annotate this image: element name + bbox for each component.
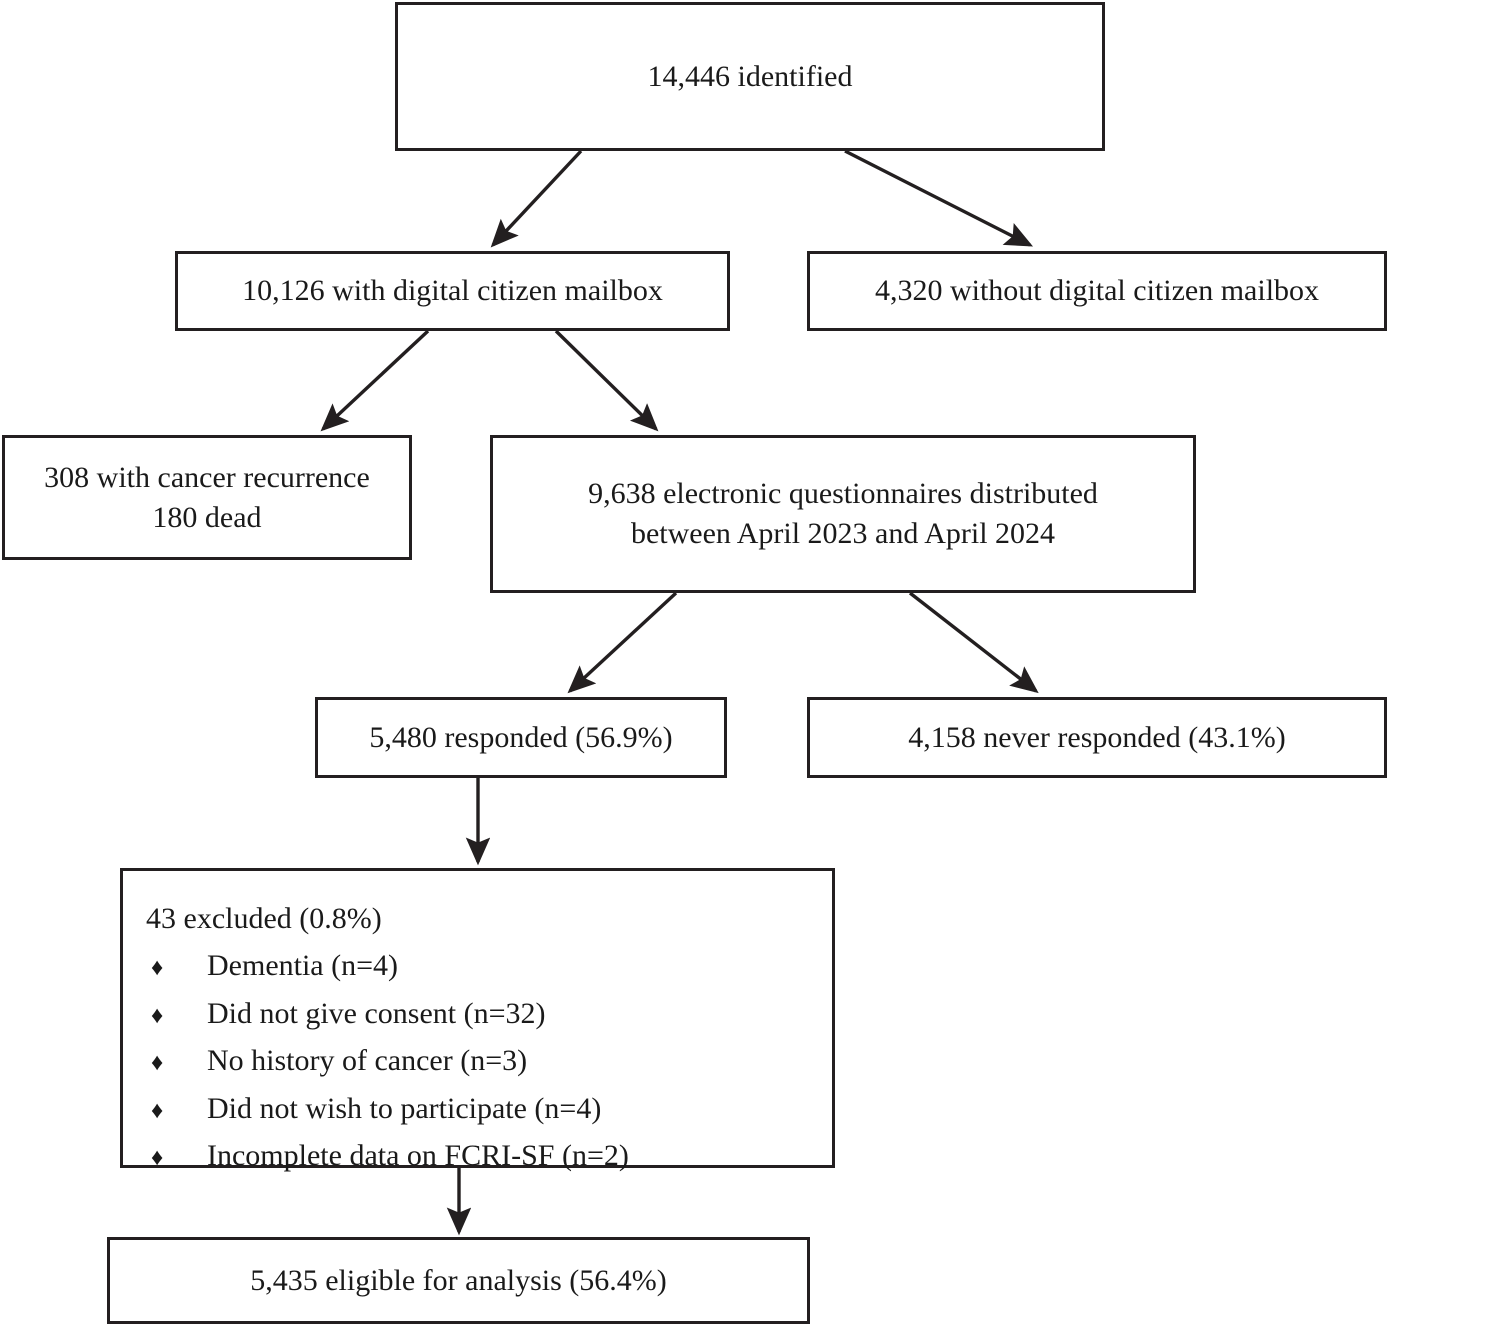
node-excluded-heading: 43 excluded (0.8%) xyxy=(146,902,382,935)
flow-arrow-identified-to-with_mailbox xyxy=(490,149,583,248)
flow-arrow-with_mailbox-to-recurrence_dead xyxy=(320,329,430,432)
flow-arrow-identified-to-without_mailbox xyxy=(844,149,1034,247)
node-questionnaires-line-1: 9,638 electronic questionnaires distribu… xyxy=(588,477,1098,511)
diamond-bullet-icon: ♦ xyxy=(151,1002,164,1029)
exclusion-list-item-label: Incomplete data on FCRI-SF (n=2) xyxy=(207,1139,629,1172)
node-eligible-line-1: 5,435 eligible for analysis (56.4%) xyxy=(250,1263,667,1297)
node-eligible-text: 5,435 eligible for analysis (56.4%) xyxy=(110,1261,807,1301)
node-responded: 5,480 responded (56.9%) xyxy=(315,697,727,778)
exclusion-list-item: ♦ Incomplete data on FCRI-SF (n=2) xyxy=(123,1132,832,1180)
node-questionnaires-line-2: between April 2023 and April 2024 xyxy=(630,517,1056,550)
node-identified-text: 14,446 identified xyxy=(398,57,1102,97)
node-with-mailbox-text: 10,126 with digital citizen mailbox xyxy=(178,271,727,311)
node-responded-line-1: 5,480 responded (56.9%) xyxy=(369,720,673,754)
node-recurrence-dead-line-2: 180 dead xyxy=(152,500,262,534)
node-responded-text: 5,480 responded (56.9%) xyxy=(318,718,724,758)
diamond-bullet-icon: ♦ xyxy=(151,1145,164,1171)
node-eligible: 5,435 eligible for analysis (56.4%) xyxy=(107,1237,810,1324)
diamond-bullet-icon: ♦ xyxy=(151,1097,164,1124)
flow-arrow-questionnaires-to-never_responded xyxy=(908,591,1039,694)
node-with-mailbox: 10,126 with digital citizen mailbox xyxy=(175,251,730,331)
node-identified: 14,446 identified xyxy=(395,2,1105,151)
flow-arrow-with_mailbox-to-questionnaires xyxy=(554,329,659,432)
exclusion-list-item: ♦ No history of cancer (n=3) xyxy=(123,1037,832,1085)
flow-arrow-questionnaires-to-responded xyxy=(567,591,678,694)
node-never-responded-line-1: 4,158 never responded (43.1%) xyxy=(908,720,1286,754)
node-recurrence-dead-line-1: 308 with cancer recurrence xyxy=(44,460,370,494)
node-never-responded-text: 4,158 never responded (43.1%) xyxy=(810,718,1384,758)
node-excluded-list: ♦ Dementia (n=4) ♦ Did not give consent (n=… xyxy=(123,942,832,1180)
exclusion-list-item: ♦ Dementia (n=4) xyxy=(123,942,832,990)
node-excluded: 43 excluded (0.8%) ♦ Dementia (n=4) ♦ Did n… xyxy=(120,868,835,1172)
node-with-mailbox-line-1: 10,126 with digital citizen mailbox xyxy=(242,274,663,308)
exclusion-list-item-label: Did not wish to participate (n=4) xyxy=(207,1091,602,1125)
exclusion-list-item-label: Did not give consent (n=32) xyxy=(207,996,546,1030)
node-questionnaires-text: 9,638 electronic questionnaires distribu… xyxy=(493,474,1193,553)
exclusion-list-item: ♦ Did not give consent (n=32) xyxy=(123,990,832,1038)
node-without-mailbox-text: 4,320 without digital citizen mailbox xyxy=(810,271,1384,311)
node-recurrence-dead: 308 with cancer recurrence 180 dead xyxy=(2,435,412,560)
node-without-mailbox: 4,320 without digital citizen mailbox xyxy=(807,251,1387,331)
diamond-bullet-icon: ♦ xyxy=(151,955,164,981)
node-questionnaires: 9,638 electronic questionnaires distribu… xyxy=(490,435,1196,593)
node-without-mailbox-line-1: 4,320 without digital citizen mailbox xyxy=(874,274,1320,308)
exclusion-list-item-label: No history of cancer (n=3) xyxy=(207,1044,528,1077)
exclusion-list-item-label: Dementia (n=4) xyxy=(207,949,399,982)
node-recurrence-dead-text: 308 with cancer recurrence 180 dead xyxy=(5,458,409,537)
diamond-bullet-icon: ♦ xyxy=(151,1050,164,1076)
node-never-responded: 4,158 never responded (43.1%) xyxy=(807,697,1387,778)
exclusion-list-item: ♦ Did not wish to participate (n=4) xyxy=(123,1085,832,1133)
node-identified-line-1: 14,446 identified xyxy=(647,59,853,93)
